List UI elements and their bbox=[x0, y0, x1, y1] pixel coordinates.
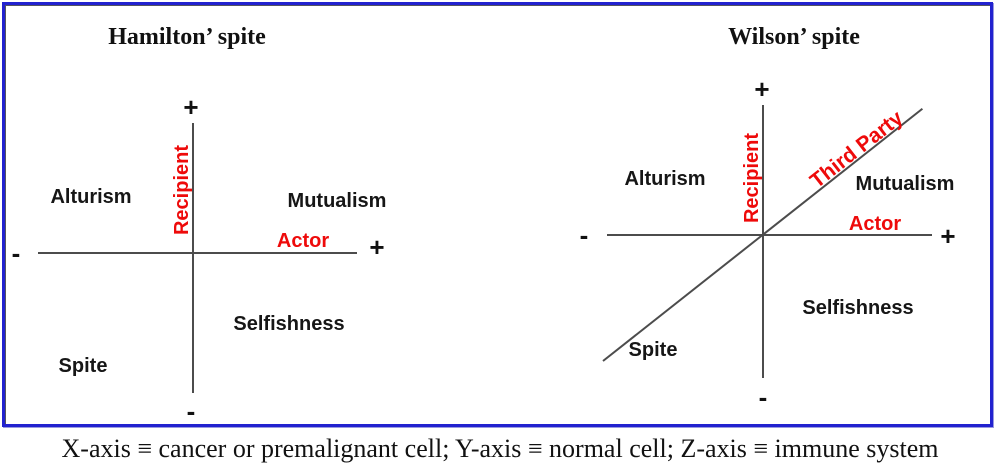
quadrant-label-selfishness: Selfishness bbox=[802, 297, 914, 319]
quadrant-label-spite: Spite bbox=[58, 355, 108, 377]
x-axis-label: Actor bbox=[848, 213, 902, 235]
axis-sign-x-minus: - bbox=[11, 238, 21, 268]
axis-sign-y-minus: - bbox=[186, 396, 196, 426]
axis-sign-x-minus: - bbox=[579, 220, 589, 250]
y-axis-label: Recipient bbox=[741, 132, 763, 224]
quadrant-label-mutualism: Mutualism bbox=[855, 173, 955, 195]
quadrant-label-spite: Spite bbox=[628, 339, 678, 361]
quadrant-label-altruism: Alturism bbox=[50, 186, 132, 208]
y-axis-label: Recipient bbox=[171, 144, 193, 236]
axis-sign-y-plus: + bbox=[754, 74, 770, 104]
axis-sign-y-plus: + bbox=[183, 92, 199, 122]
quadrant-label-selfishness: Selfishness bbox=[233, 313, 345, 335]
quadrant-label-mutualism: Mutualism bbox=[287, 190, 387, 212]
y-axis-line bbox=[192, 123, 194, 393]
x-axis-line bbox=[38, 252, 357, 254]
figure-frame bbox=[2, 2, 993, 427]
x-axis-label: Actor bbox=[276, 230, 330, 252]
quadrant-label-altruism: Alturism bbox=[624, 168, 706, 190]
axis-sign-x-plus: + bbox=[940, 221, 956, 251]
y-axis-line bbox=[762, 105, 764, 378]
figure-caption: X-axis ≡ cancer or premalignant cell; Y-… bbox=[61, 434, 939, 463]
panel-title-hamilton: Hamilton’ spite bbox=[108, 24, 266, 50]
x-axis-line bbox=[607, 234, 932, 236]
panel-title-wilson: Wilson’ spite bbox=[728, 24, 860, 50]
axis-sign-y-minus: - bbox=[758, 382, 768, 412]
axis-sign-x-plus: + bbox=[369, 232, 385, 262]
